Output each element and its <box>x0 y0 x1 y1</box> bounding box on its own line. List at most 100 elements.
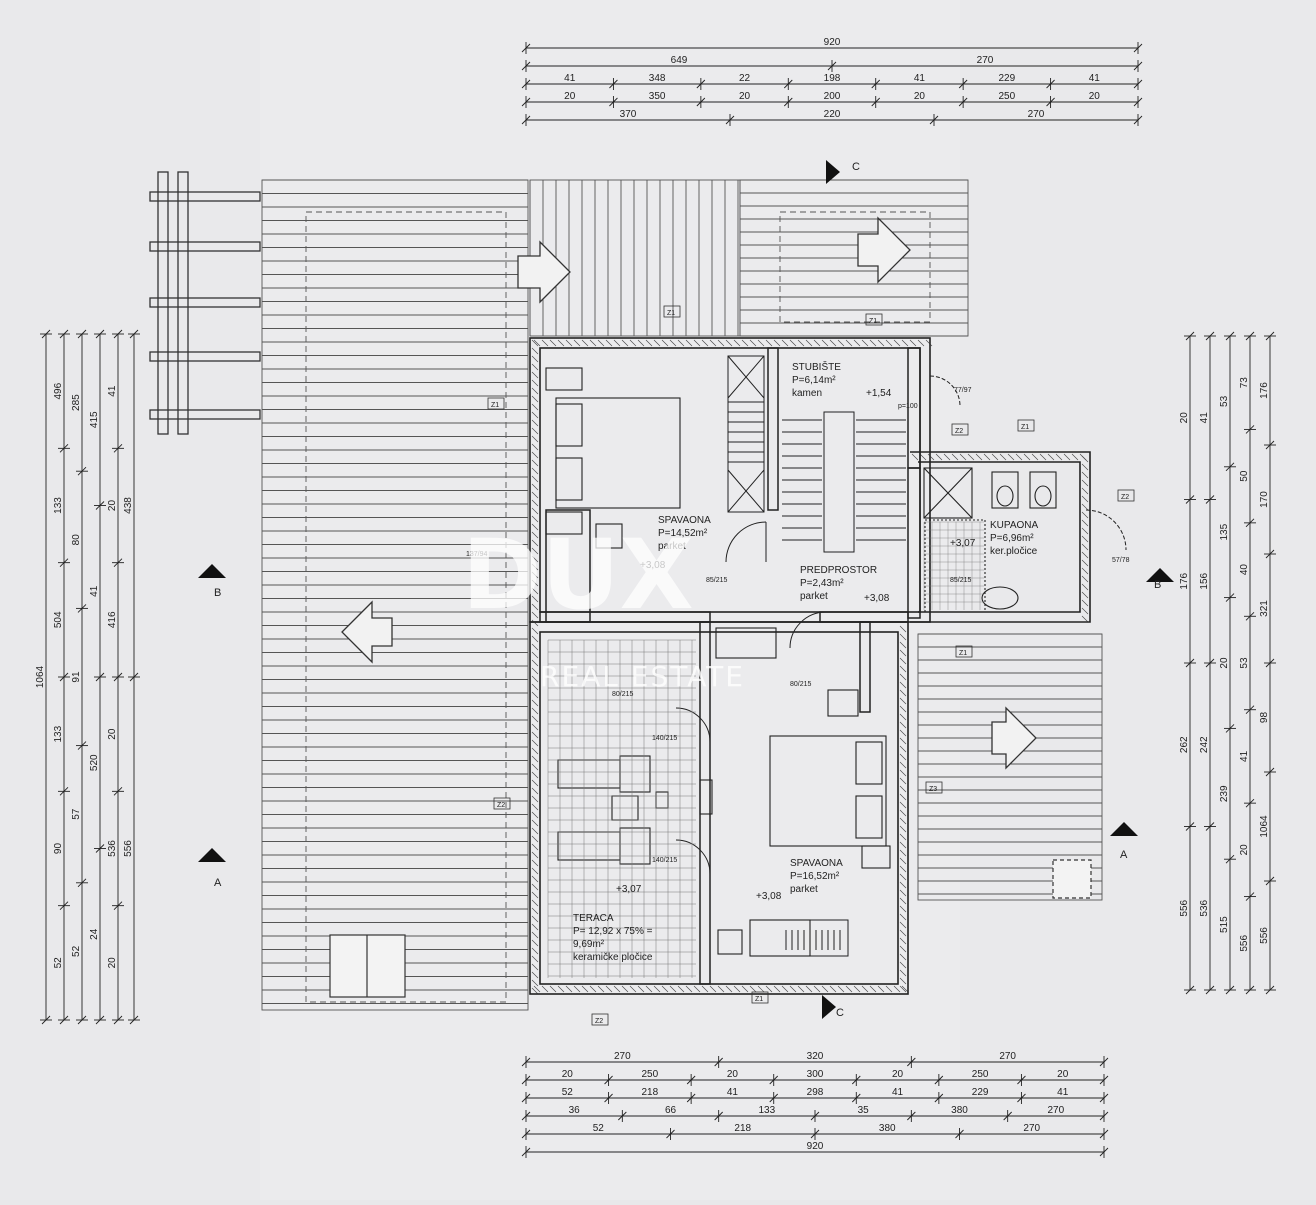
parapet-height: p=100 <box>898 403 918 410</box>
material-tag-labels: Z1 Z1 Z1 Z1 Z2 Z1 Z3 Z2 Z1 Z2 Z2 <box>491 310 1129 1025</box>
dimension-value: 35 <box>858 1105 870 1116</box>
dimension-value: 350 <box>649 91 666 102</box>
dimension-value: 41 <box>1199 412 1210 424</box>
section-label-c: C <box>836 1007 844 1019</box>
room-floor: parket <box>790 884 818 895</box>
tag-z2: Z2 <box>497 802 505 809</box>
dimension-value: 20 <box>1219 657 1230 669</box>
room-label-stairs: STUBIŠTE P=6,14m² kamen +1,54 <box>792 360 892 399</box>
dimension-value: 920 <box>807 1141 824 1152</box>
dimension-value: 91 <box>71 671 82 683</box>
dimension-value: 41 <box>1089 73 1101 84</box>
room-level: +3,08 <box>640 560 666 571</box>
room-label-hallway: PREDPROSTOR P=2,43m² parket +3,08 <box>800 565 890 604</box>
dimension-value: 298 <box>807 1087 824 1098</box>
dimension-value: 20 <box>739 91 751 102</box>
dimension-value: 133 <box>53 497 64 514</box>
room-label-terrace: TERACA P= 12,92 x 75% = 9,69m² keramičke… <box>573 884 653 963</box>
dimension-value: 20 <box>107 957 118 969</box>
tag-z2: Z2 <box>1121 494 1129 501</box>
material-tags <box>487 305 1135 1026</box>
dimension-value: 300 <box>807 1069 824 1080</box>
dimension-value: 1064 <box>35 665 46 688</box>
watermark-brand: DUX <box>462 519 694 631</box>
dimension-value: 170 <box>1259 491 1270 508</box>
dimension-value: 198 <box>824 73 841 84</box>
room-area-net: 9,69m² <box>573 939 605 950</box>
dimension-value: 20 <box>564 91 576 102</box>
dimension-value: 20 <box>107 728 118 740</box>
dimension-value: 41 <box>727 1087 739 1098</box>
room-name: SPAVAONA <box>658 515 711 526</box>
tag-z1: Z1 <box>667 310 675 317</box>
tag-z2: Z2 <box>955 428 963 435</box>
dimension-value: 41 <box>914 73 926 84</box>
dimension-value: 520 <box>89 754 100 771</box>
dimension-value: 41 <box>1057 1087 1069 1098</box>
tag-z1: Z1 <box>869 318 877 325</box>
dimension-value: 416 <box>107 611 118 628</box>
dimension-value: 57 <box>71 808 82 820</box>
dimension-value: 218 <box>642 1087 659 1098</box>
room-level: +3,07 <box>950 538 976 549</box>
room-level: +3,07 <box>616 884 642 895</box>
watermark-subtitle: REAL ESTATE <box>540 660 745 693</box>
dimension-value: 41 <box>1239 750 1250 762</box>
dimension-value: 920 <box>824 37 841 48</box>
dimension-value: 250 <box>642 1069 659 1080</box>
room-name: STUBIŠTE <box>792 360 841 373</box>
dimension-value: 1064 <box>1259 815 1270 838</box>
room-floor: parket <box>800 591 828 602</box>
room-floor: kamen <box>792 388 822 399</box>
dimension-value: 50 <box>1239 470 1250 482</box>
room-area: P=14,52m² <box>658 528 708 539</box>
dimension-value: 20 <box>892 1069 904 1080</box>
section-label-a: A <box>1120 849 1128 861</box>
dimension-value: 20 <box>1057 1069 1069 1080</box>
dimension-value: 20 <box>727 1069 739 1080</box>
room-floor: parket <box>658 541 686 552</box>
dimension-value: 22 <box>739 73 751 84</box>
section-markers <box>198 160 1174 1019</box>
watermark: DUX REAL ESTATE <box>462 519 745 693</box>
door-size: 80/215 <box>612 691 634 698</box>
dimension-value: 41 <box>564 73 576 84</box>
dimension-value: 239 <box>1219 785 1230 802</box>
dimension-value: 220 <box>824 109 841 120</box>
dimension-value: 36 <box>569 1105 581 1116</box>
door-size: 140/215 <box>652 857 677 864</box>
dimension-value: 270 <box>614 1051 631 1062</box>
dimension-value: 176 <box>1259 382 1270 399</box>
dimension-value: 80 <box>71 534 82 546</box>
dimension-value: 135 <box>1219 523 1230 540</box>
dimension-value: 242 <box>1199 736 1210 753</box>
dimension-value: 20 <box>1179 412 1190 424</box>
section-label-b: B <box>1154 579 1161 591</box>
room-level: +1,54 <box>866 388 892 399</box>
dimension-value: 41 <box>107 385 118 397</box>
slope-arrows <box>341 216 1037 770</box>
dimension-value: 380 <box>951 1105 968 1116</box>
dimension-value: 250 <box>972 1069 989 1080</box>
dimension-value: 66 <box>665 1105 677 1116</box>
dimension-value: 320 <box>807 1051 824 1062</box>
dimension-value: 156 <box>1199 572 1210 589</box>
door-labels: 85/215 85/215 80/215 140/215 140/215 80/… <box>466 387 1130 864</box>
dimension-value: 90 <box>53 843 64 855</box>
bathroom-tile-grid <box>923 521 984 610</box>
window-size: 57/78 <box>1112 557 1130 564</box>
dimension-lines <box>40 42 1276 1158</box>
dimension-value: 20 <box>562 1069 574 1080</box>
room-level: +3,08 <box>864 593 890 604</box>
dimension-value: 218 <box>734 1123 751 1134</box>
staircase <box>727 355 906 957</box>
dimension-value: 53 <box>1239 657 1250 669</box>
dimension-value: 556 <box>1179 899 1190 916</box>
dimension-value: 52 <box>71 945 82 957</box>
window-size: 137/94 <box>466 551 488 558</box>
dimension-value: 200 <box>824 91 841 102</box>
bed-lower <box>715 627 891 957</box>
room-name: TERACA <box>573 913 614 924</box>
door-size: 80/215 <box>790 681 812 688</box>
